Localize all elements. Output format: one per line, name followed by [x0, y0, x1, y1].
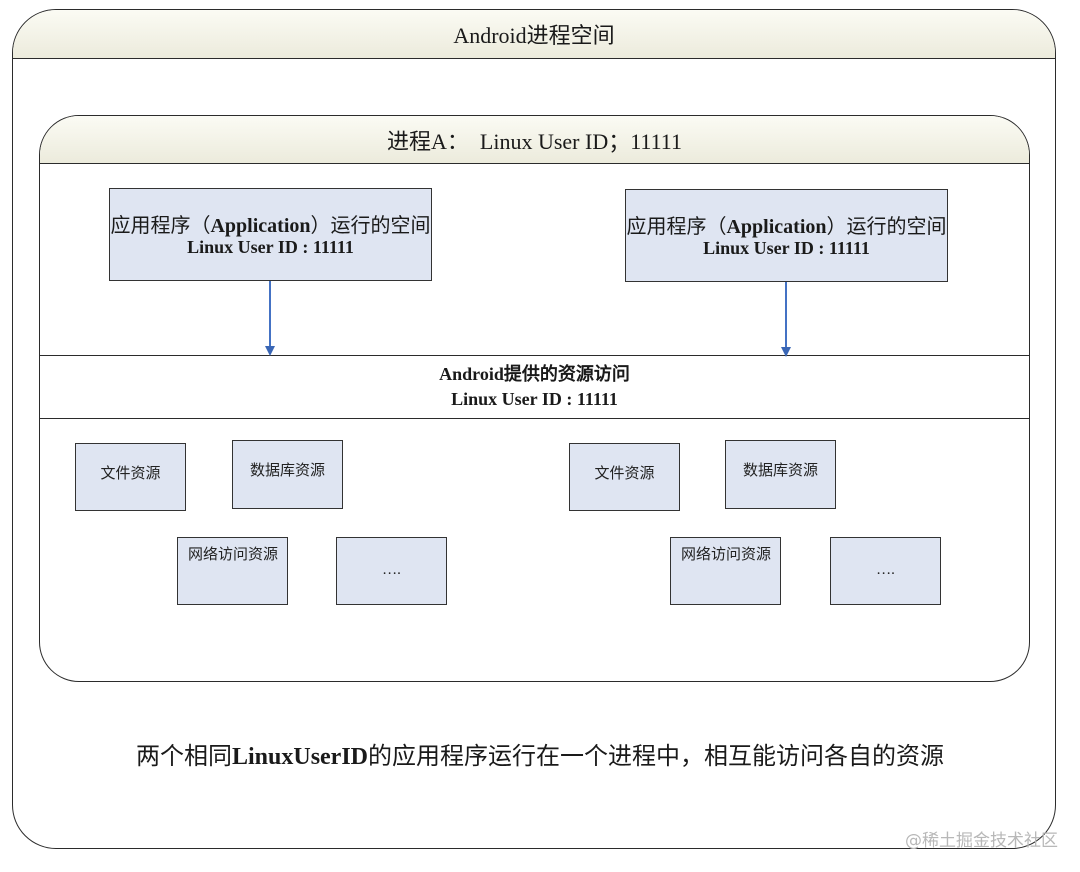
app-space-left: 应用程序（Application）运行的空间 Linux User ID : 1…	[109, 188, 432, 281]
resource-label: 文件资源	[594, 466, 655, 482]
watermark: @稀土掘金技术社区	[905, 831, 1058, 851]
resource-label: ….	[382, 562, 401, 578]
resource-more-left: ….	[336, 537, 447, 605]
provider-title: Android提供的资源访问	[439, 364, 630, 384]
arrow-right-head	[781, 347, 791, 357]
resource-label: 数据库资源	[249, 463, 325, 479]
resource-label: 文件资源	[100, 466, 161, 482]
process-a-title-text: 进程A： Linux User ID；11111	[387, 128, 682, 154]
process-a-title: 进程A： Linux User ID；11111	[40, 116, 1029, 164]
outer-title: Android进程空间	[13, 10, 1055, 59]
resource-label: 网络访问资源	[188, 547, 279, 563]
resource-file-right: 文件资源	[569, 443, 680, 511]
app-title: 应用程序（Application）运行的空间	[626, 216, 947, 238]
resource-more-right: ….	[830, 537, 941, 605]
app-uid: Linux User ID : 11111	[703, 238, 870, 258]
app-title: 应用程序（Application）运行的空间	[110, 215, 431, 237]
app-uid: Linux User ID : 11111	[187, 237, 354, 257]
resource-database-right: 数据库资源	[725, 440, 836, 509]
resource-network-left: 网络访问资源	[177, 537, 288, 605]
app-space-right: 应用程序（Application）运行的空间 Linux User ID : 1…	[625, 189, 948, 282]
resource-file-left: 文件资源	[75, 443, 186, 511]
resource-database-left: 数据库资源	[232, 440, 343, 509]
resource-provider: Android提供的资源访问 Linux User ID : 11111	[40, 362, 1029, 412]
arrow-right-line	[785, 282, 787, 348]
provider-bottom-border	[40, 418, 1029, 419]
diagram-caption: 两个相同LinuxUserID的应用程序运行在一个进程中，相互能访问各自的资源	[135, 744, 945, 770]
arrow-left-head	[265, 346, 275, 356]
resource-label: ….	[876, 562, 895, 578]
resource-label: 网络访问资源	[681, 547, 772, 563]
arrow-left-line	[269, 281, 271, 347]
provider-top-border	[40, 355, 1029, 356]
resource-label: 数据库资源	[742, 463, 818, 479]
provider-uid: Linux User ID : 11111	[451, 389, 618, 409]
resource-network-right: 网络访问资源	[670, 537, 781, 605]
